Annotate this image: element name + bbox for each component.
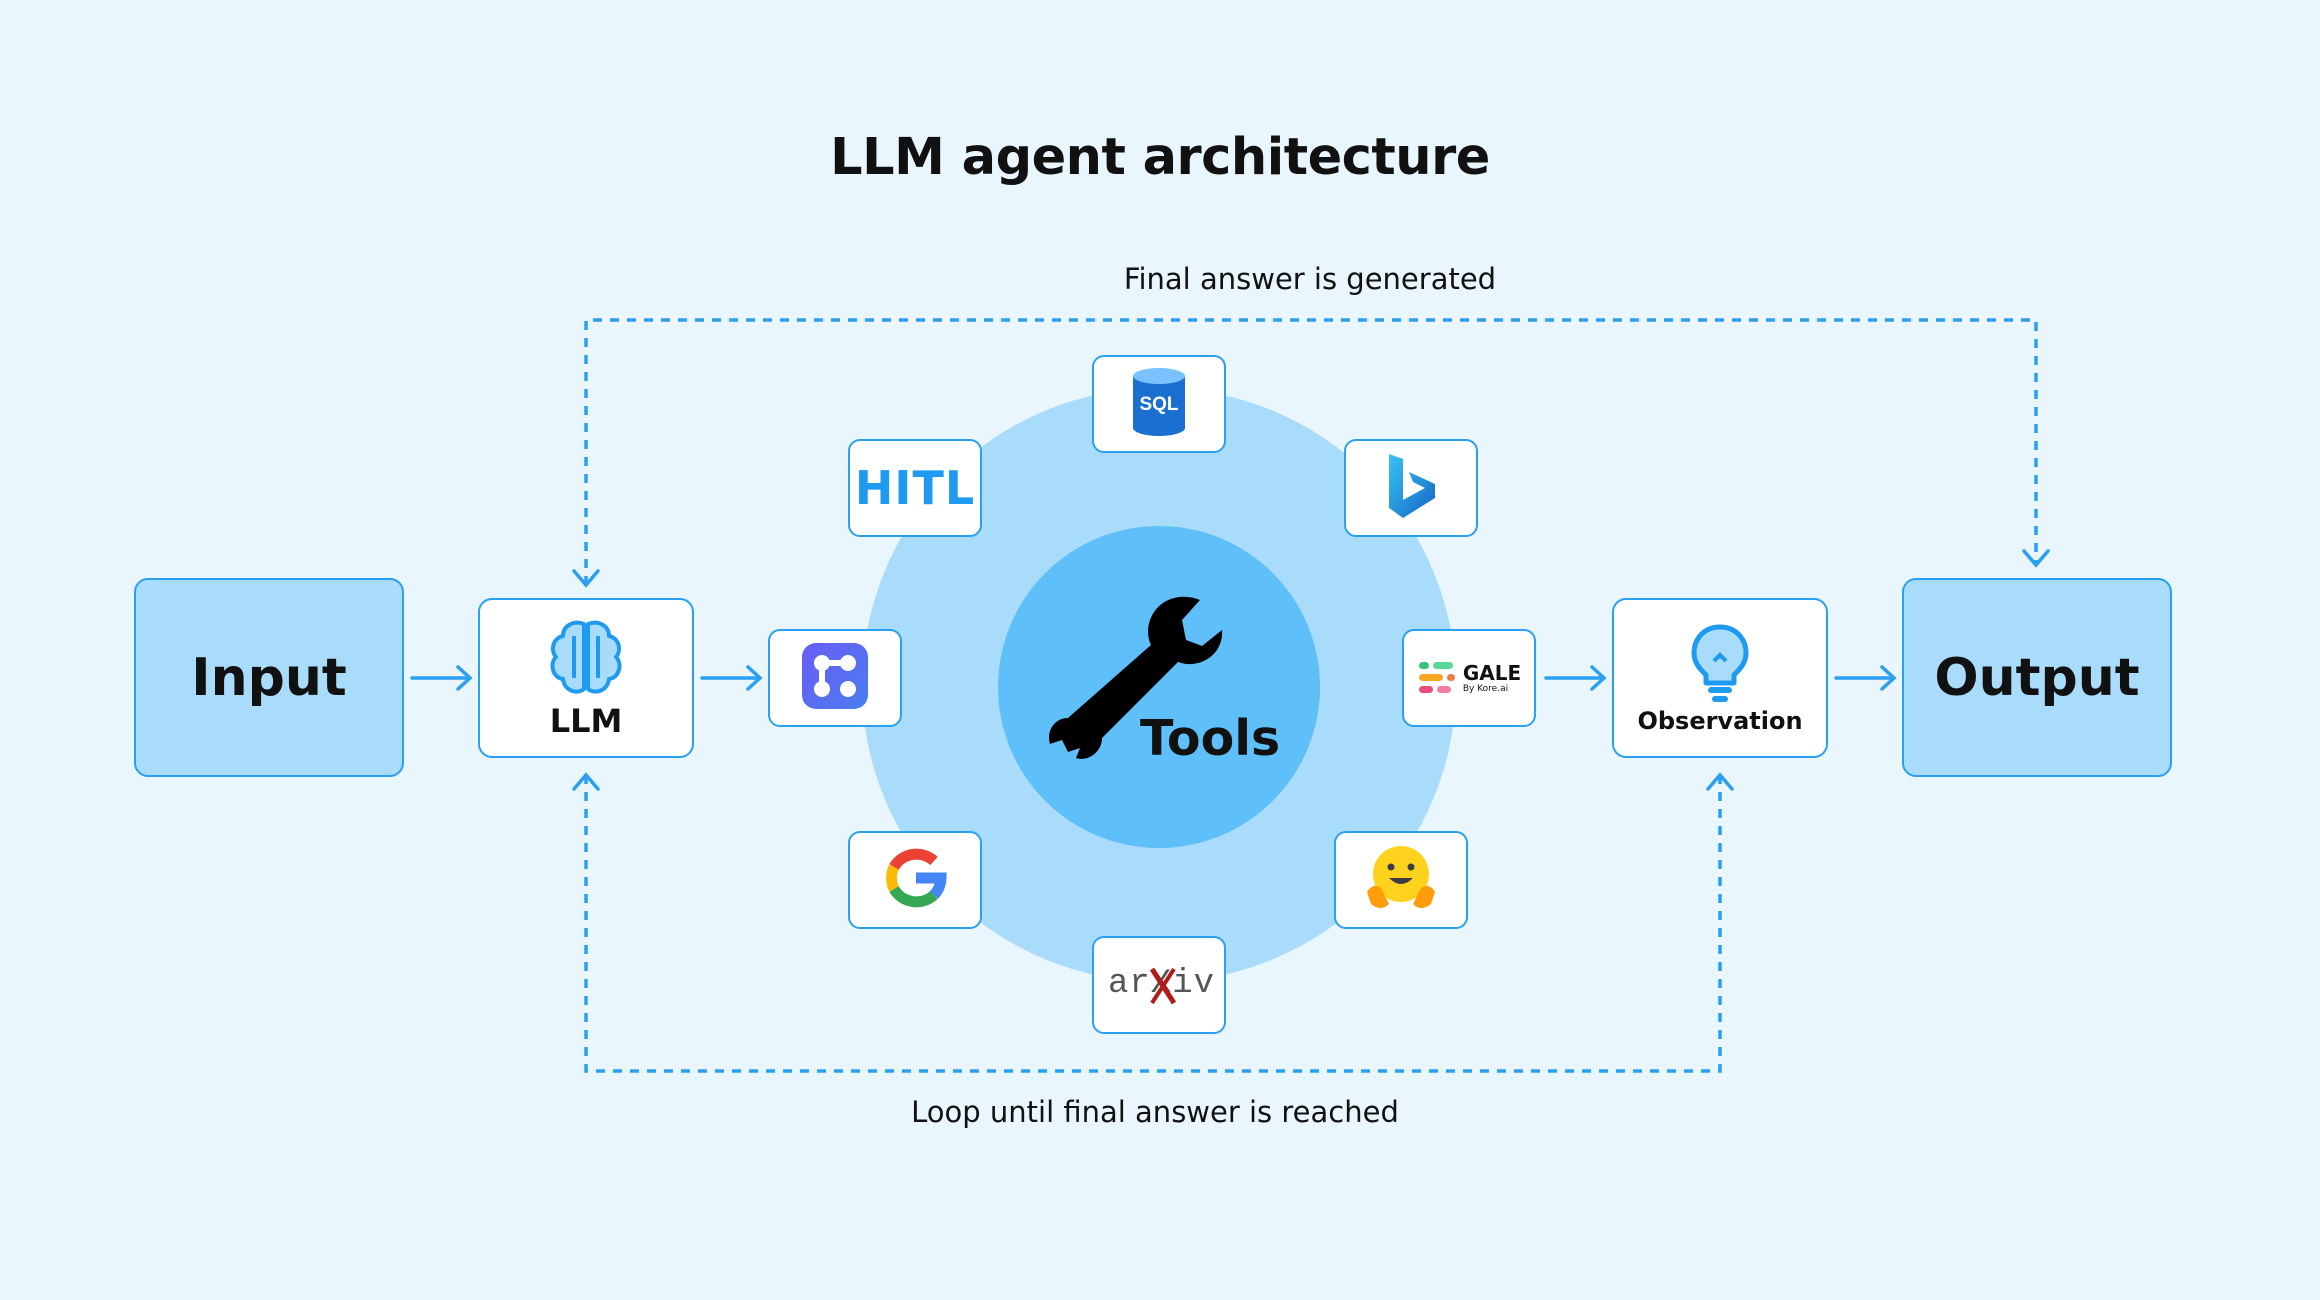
arrow-tools-observation (1544, 665, 1607, 691)
tool-sql: SQL (1092, 355, 1226, 453)
bottom-loop-arrowhead-observation (1706, 772, 1734, 791)
observation-label: Observation (1637, 707, 1803, 735)
arrow-observation-output (1834, 665, 1897, 691)
bottom-loop-arrowhead-llm (572, 772, 600, 791)
gale-subtext: By Kore.ai (1462, 683, 1509, 694)
tools-inner-circle (998, 526, 1320, 848)
wrench-icon (1040, 590, 1230, 770)
lightbulb-icon (1688, 621, 1752, 705)
sql-database-icon: SQL (1129, 366, 1189, 442)
hitl-icon: HITL (854, 461, 976, 515)
llm-label: LLM (549, 702, 623, 740)
output-label: Output (1934, 647, 2140, 708)
tool-google (848, 831, 982, 929)
arrow-llm-tools (700, 665, 763, 691)
diagram-title: LLM agent architecture (830, 128, 1490, 187)
top-loop-label: Final answer is generated (1123, 262, 1497, 296)
google-icon (882, 845, 948, 915)
bottom-loop-label: Loop until final answer is reached (911, 1095, 1399, 1129)
output-box: Output (1902, 578, 2172, 777)
bing-icon (1381, 450, 1441, 526)
tool-hugging-face (1334, 831, 1468, 929)
input-box: Input (134, 578, 404, 777)
sql-text: SQL (1139, 394, 1178, 415)
top-loop-path (584, 318, 2038, 585)
gale-icon: GALE By Kore.ai (1417, 660, 1521, 696)
gale-text: GALE (1462, 660, 1522, 685)
toolkit-icon (800, 641, 870, 715)
tool-toolkit (768, 629, 902, 727)
tool-arxiv: arXiv (1092, 936, 1226, 1034)
brain-icon (545, 616, 627, 696)
llm-box: LLM (478, 598, 694, 758)
input-label: Input (191, 647, 347, 708)
top-loop-arrowhead-llm (572, 569, 600, 588)
arxiv-icon: arXiv (1104, 963, 1214, 1007)
tools-label: Tools (1140, 710, 1281, 767)
tool-gale: GALE By Kore.ai (1402, 629, 1536, 727)
arrow-input-llm (410, 665, 473, 691)
tool-bing (1344, 439, 1478, 537)
tool-hitl: HITL (848, 439, 982, 537)
top-loop-arrowhead-output (2022, 549, 2050, 568)
hugging-face-icon (1363, 842, 1439, 918)
observation-box: Observation (1612, 598, 1828, 758)
